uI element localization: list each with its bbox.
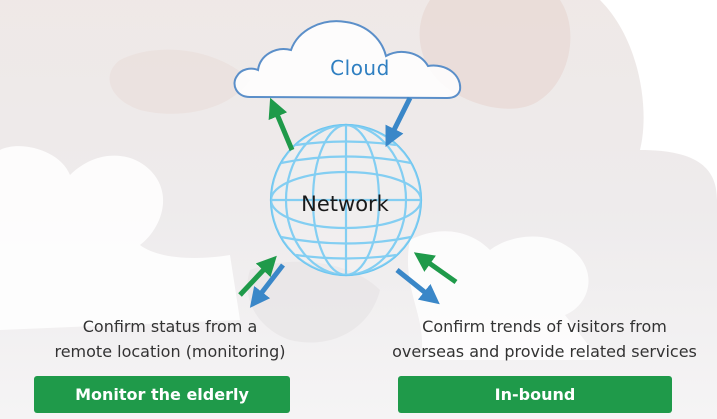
caption-monitoring-line1: Confirm status from a (82, 317, 258, 336)
arrow-network-to-elderly (249, 263, 285, 308)
caption-inbound-line2: overseas and provide related services (392, 342, 697, 361)
caption-monitoring: Confirm status from a remote location (m… (20, 314, 320, 364)
arrow-network-to-inbound (395, 268, 440, 305)
arrow-network-to-cloud (268, 97, 295, 151)
caption-inbound: Confirm trends of visitors from overseas… (372, 314, 717, 364)
monitor-elderly-label: Monitor the elderly (34, 376, 290, 413)
network-label: Network (301, 192, 389, 216)
caption-inbound-line1: Confirm trends of visitors from (422, 317, 667, 336)
caption-monitoring-line2: remote location (monitoring) (54, 342, 286, 361)
inbound-label: In-bound (398, 376, 672, 413)
arrow-cloud-to-network (385, 96, 413, 147)
cloud-label: Cloud (330, 56, 390, 80)
arrow-elderly-to-network (238, 255, 277, 297)
arrow-inbound-to-network (413, 252, 458, 285)
